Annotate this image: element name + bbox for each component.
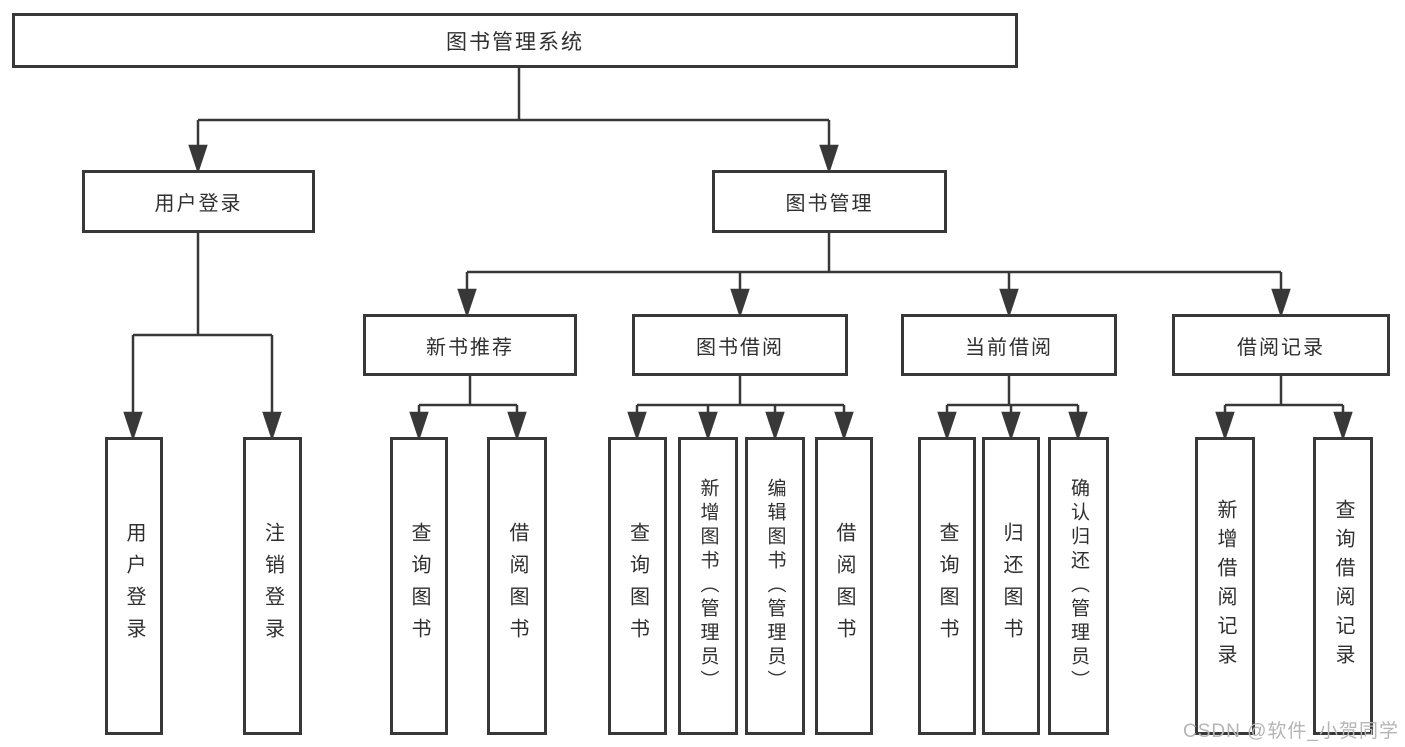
leaf-query-books-borrow: 查询图书 <box>608 437 667 735</box>
node-borrowing-records: 借阅记录 <box>1172 314 1390 376</box>
node-new-book-recommendation: 新书推荐 <box>363 314 577 376</box>
node-label: 新增借阅记录 <box>1214 499 1236 673</box>
node-label: 图书管理 <box>785 193 874 215</box>
node-library-management-system: 图书管理系统 <box>12 13 1018 68</box>
leaf-add-borrow-record: 新增借阅记录 <box>1195 437 1255 735</box>
node-label: 查询图书 <box>626 522 649 650</box>
leaf-borrow-books-recommend: 借阅图书 <box>487 437 547 735</box>
leaf-confirm-return-admin: 确认归还（管理员） <box>1048 437 1109 735</box>
node-label: 图书借阅 <box>696 336 784 359</box>
node-label: 查询借阅记录 <box>1332 499 1354 673</box>
leaf-query-books-current: 查询图书 <box>918 437 976 735</box>
node-label: 新书推荐 <box>426 336 514 359</box>
node-label: 查询图书 <box>936 522 958 650</box>
node-label: 借阅图书 <box>506 522 528 650</box>
node-book-borrowing: 图书借阅 <box>632 314 848 376</box>
node-current-borrowing: 当前借阅 <box>901 314 1117 376</box>
node-label: 用户登录 <box>154 193 243 215</box>
node-label: 用户登录 <box>123 522 145 650</box>
node-label: 编辑图书（管理员） <box>764 478 786 694</box>
node-label: 查询图书 <box>408 522 430 650</box>
csdn-watermark: CSDN @软件_小贺同学 <box>1183 721 1399 742</box>
node-label: 归还图书 <box>1000 522 1022 650</box>
leaf-add-books-admin: 新增图书（管理员） <box>678 437 738 735</box>
node-label: 图书管理系统 <box>446 30 584 54</box>
node-label: 新增图书（管理员） <box>697 478 719 694</box>
node-label: 确认归还（管理员） <box>1068 478 1089 694</box>
leaf-logout: 注销登录 <box>243 437 302 735</box>
leaf-edit-books-admin: 编辑图书（管理员） <box>745 437 805 735</box>
leaf-user-login: 用户登录 <box>105 437 163 735</box>
leaf-borrow-books: 借阅图书 <box>815 437 873 735</box>
node-label: 当前借阅 <box>965 336 1053 359</box>
node-label: 借阅记录 <box>1237 336 1325 359</box>
node-label: 注销登录 <box>261 522 284 650</box>
leaf-return-books: 归还图书 <box>982 437 1040 735</box>
leaf-query-borrow-record: 查询借阅记录 <box>1313 437 1373 735</box>
node-book-management: 图书管理 <box>712 170 947 233</box>
leaf-query-books-recommend: 查询图书 <box>390 437 448 735</box>
node-label: 借阅图书 <box>833 522 855 650</box>
node-user-login: 用户登录 <box>82 170 315 233</box>
